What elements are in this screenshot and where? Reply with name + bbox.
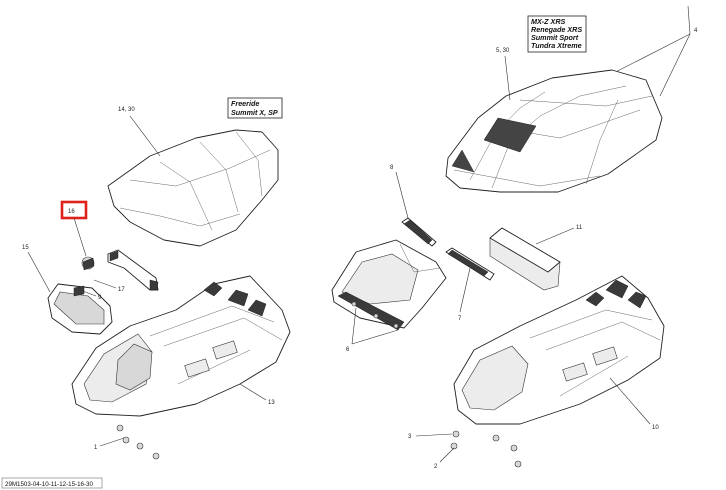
part-6-storage-bin: 6	[331, 239, 447, 353]
callout-5-30: 5, 30	[496, 48, 510, 54]
callout-11: 11	[576, 225, 583, 231]
part-17-bracket: 17	[93, 249, 159, 293]
model-box-right: MX-Z XRS Renegade XRS Summit Sport Tundr…	[527, 15, 587, 53]
callout-3: 3	[408, 434, 412, 440]
callout-4: 4	[694, 28, 698, 34]
callout-8: 8	[390, 165, 394, 171]
part-16-grommet	[81, 256, 95, 271]
model-box-left: Freeride Summit X, SP	[227, 97, 283, 119]
callout-2: 2	[434, 464, 438, 470]
fasteners-part-1: 1	[94, 424, 160, 460]
model-renegade-xrs: Renegade XRS	[531, 25, 582, 34]
callout-16-highlight: 16	[60, 200, 88, 257]
callout-6: 6	[346, 347, 350, 353]
callout-1: 1	[94, 445, 98, 451]
callout-14-30: 14, 30	[118, 107, 135, 113]
model-summit-x-sp: Summit X, SP	[231, 108, 278, 117]
part-7-strip: 7	[445, 247, 495, 322]
figure-code-text: 29M1503-04-10-11-12-15-16-30	[5, 481, 94, 488]
callout-10: 10	[652, 425, 659, 431]
callout-15: 15	[22, 245, 29, 251]
part-15-housing: 15 9	[22, 245, 113, 335]
part-8-strip: 8	[390, 165, 437, 247]
figure-code: 29M1503-04-10-11-12-15-16-30	[1, 477, 103, 489]
model-freeride: Freeride	[231, 99, 259, 108]
part-11-foam-block: 11	[489, 225, 583, 291]
seat-base-part-13: 13	[71, 275, 291, 417]
callout-16: 16	[68, 209, 75, 215]
seat-base-part-10: 10	[453, 275, 665, 431]
fasteners-part-2-3: 3 2	[408, 430, 522, 470]
callout-7: 7	[458, 316, 462, 322]
seat-part-5-30: 5, 30	[445, 48, 663, 193]
callout-9: 9	[98, 295, 102, 301]
model-summit-sport: Summit Sport	[531, 33, 579, 42]
callout-17: 17	[118, 287, 125, 293]
callout-13: 13	[268, 400, 275, 406]
model-tundra-xtreme: Tundra Xtreme	[531, 41, 582, 50]
model-mxz-xrs: MX-Z XRS	[531, 17, 566, 26]
seat-part-14-30: 14, 30	[107, 107, 279, 247]
